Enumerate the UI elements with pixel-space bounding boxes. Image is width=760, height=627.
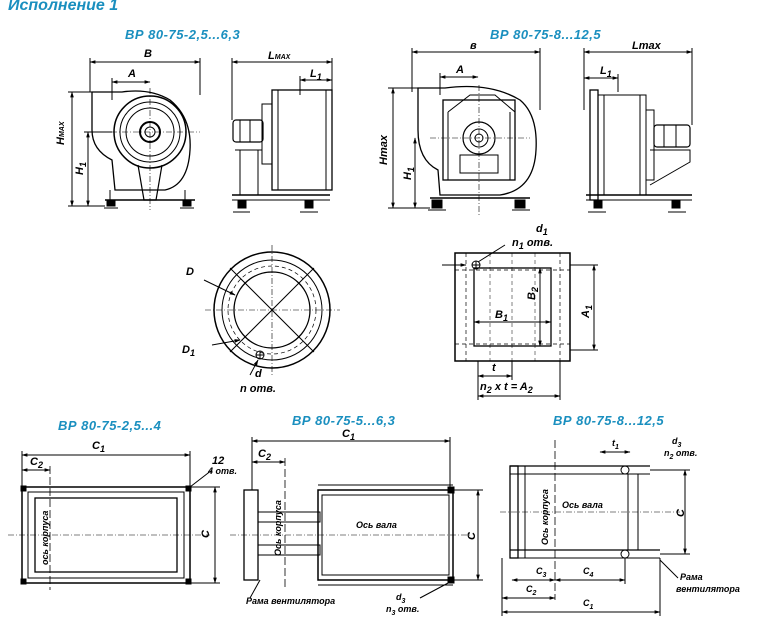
caption-top-left: ВР 80-75-2,5...6,3 xyxy=(125,27,241,42)
label-os-vala-mid: Ось вала xyxy=(356,520,397,530)
dim-L1-right: L1 xyxy=(600,65,612,80)
dim-C2-right: C2 xyxy=(526,584,537,597)
label-os-vala-right: Ось вала xyxy=(562,500,603,510)
caption-top-right: ВР 80-75-8...12,5 xyxy=(490,27,602,42)
holes-n3-mid: n3 отв. xyxy=(386,604,420,617)
dim-B1: B1 xyxy=(495,309,508,324)
label-os-korpusa-mid: Ось корпуса xyxy=(273,500,283,556)
fan-front-view-small xyxy=(68,58,201,210)
dim-C2-mid: C2 xyxy=(258,448,271,463)
dim-D: D xyxy=(186,266,194,278)
dim-C-mid: C xyxy=(466,532,478,540)
dim-L1: L1 xyxy=(310,68,322,83)
dim-n2t: n2 x t = A2 xyxy=(480,381,533,396)
holes-4: 4 отв. xyxy=(208,466,237,476)
caption-bottom-mid: ВР 80-75-5...6,3 xyxy=(292,413,396,428)
rect-flange xyxy=(442,244,598,400)
holes-n1: n1 отв. xyxy=(512,237,554,252)
frame-plan-small xyxy=(8,451,220,590)
label-os-korpusa-right: Ось корпуса xyxy=(540,489,550,545)
dim-t1-right: t1 xyxy=(612,438,619,451)
dim-d3-right: d3 xyxy=(672,436,682,449)
dim-A1: A1 xyxy=(580,305,595,318)
dim-D1: D1 xyxy=(182,344,195,359)
dim-A-right: A xyxy=(456,64,464,76)
dim-C2-left: C2 xyxy=(30,456,43,471)
fan-side-view-large xyxy=(583,48,693,213)
dim-C1-right: C1 xyxy=(583,598,594,611)
dim-C-right: C xyxy=(675,509,687,517)
dim-C1-mid: C1 xyxy=(342,428,355,443)
dim-B2: B2 xyxy=(526,287,541,300)
dim-C3-right: C3 xyxy=(536,566,547,579)
label-rama-right-2: вентилятора xyxy=(676,584,740,594)
label-rama-mid: Рама вентилятора xyxy=(246,596,336,606)
dim-A: A xyxy=(128,68,136,80)
label-rama-right-1: Рама xyxy=(680,572,703,582)
holes-12: 12 xyxy=(212,455,225,467)
dim-d1: d1 xyxy=(536,223,548,238)
caption-bottom-right: ВР 80-75-8...12,5 xyxy=(553,413,665,428)
dim-d3-mid: d3 xyxy=(396,592,406,605)
dim-C-left: C xyxy=(200,530,212,538)
dim-H1-right: H1 xyxy=(402,167,417,180)
holes-n2-right: n2 отв. xyxy=(664,448,698,461)
dim-C4-right: C4 xyxy=(583,566,594,579)
frame-plan-large xyxy=(500,440,690,616)
frame-plan-medium xyxy=(230,437,483,599)
dim-Hmax: HMAX xyxy=(55,121,67,145)
caption-bottom-left: ВР 80-75-2,5...4 xyxy=(58,418,162,433)
dim-d: d xyxy=(255,368,262,380)
label-os-korpusa-left: ось корпуса xyxy=(40,510,50,565)
dim-B: B xyxy=(144,48,152,60)
holes-n: n отв. xyxy=(240,383,276,395)
fan-front-view-large xyxy=(388,48,541,215)
dim-Lmax: LMAX xyxy=(268,50,291,62)
dim-Hmax-right: Hmax xyxy=(378,135,390,165)
fan-side-view-small xyxy=(231,58,333,213)
round-flange xyxy=(203,245,340,376)
page-title: Исполнение 1 xyxy=(8,0,119,14)
dim-C1-left: C1 xyxy=(92,440,105,455)
dim-Lmax-right: Lmax xyxy=(632,40,661,52)
dim-H1: H1 xyxy=(74,162,89,175)
dim-t: t xyxy=(492,362,496,374)
dim-B-right: в xyxy=(470,40,477,52)
